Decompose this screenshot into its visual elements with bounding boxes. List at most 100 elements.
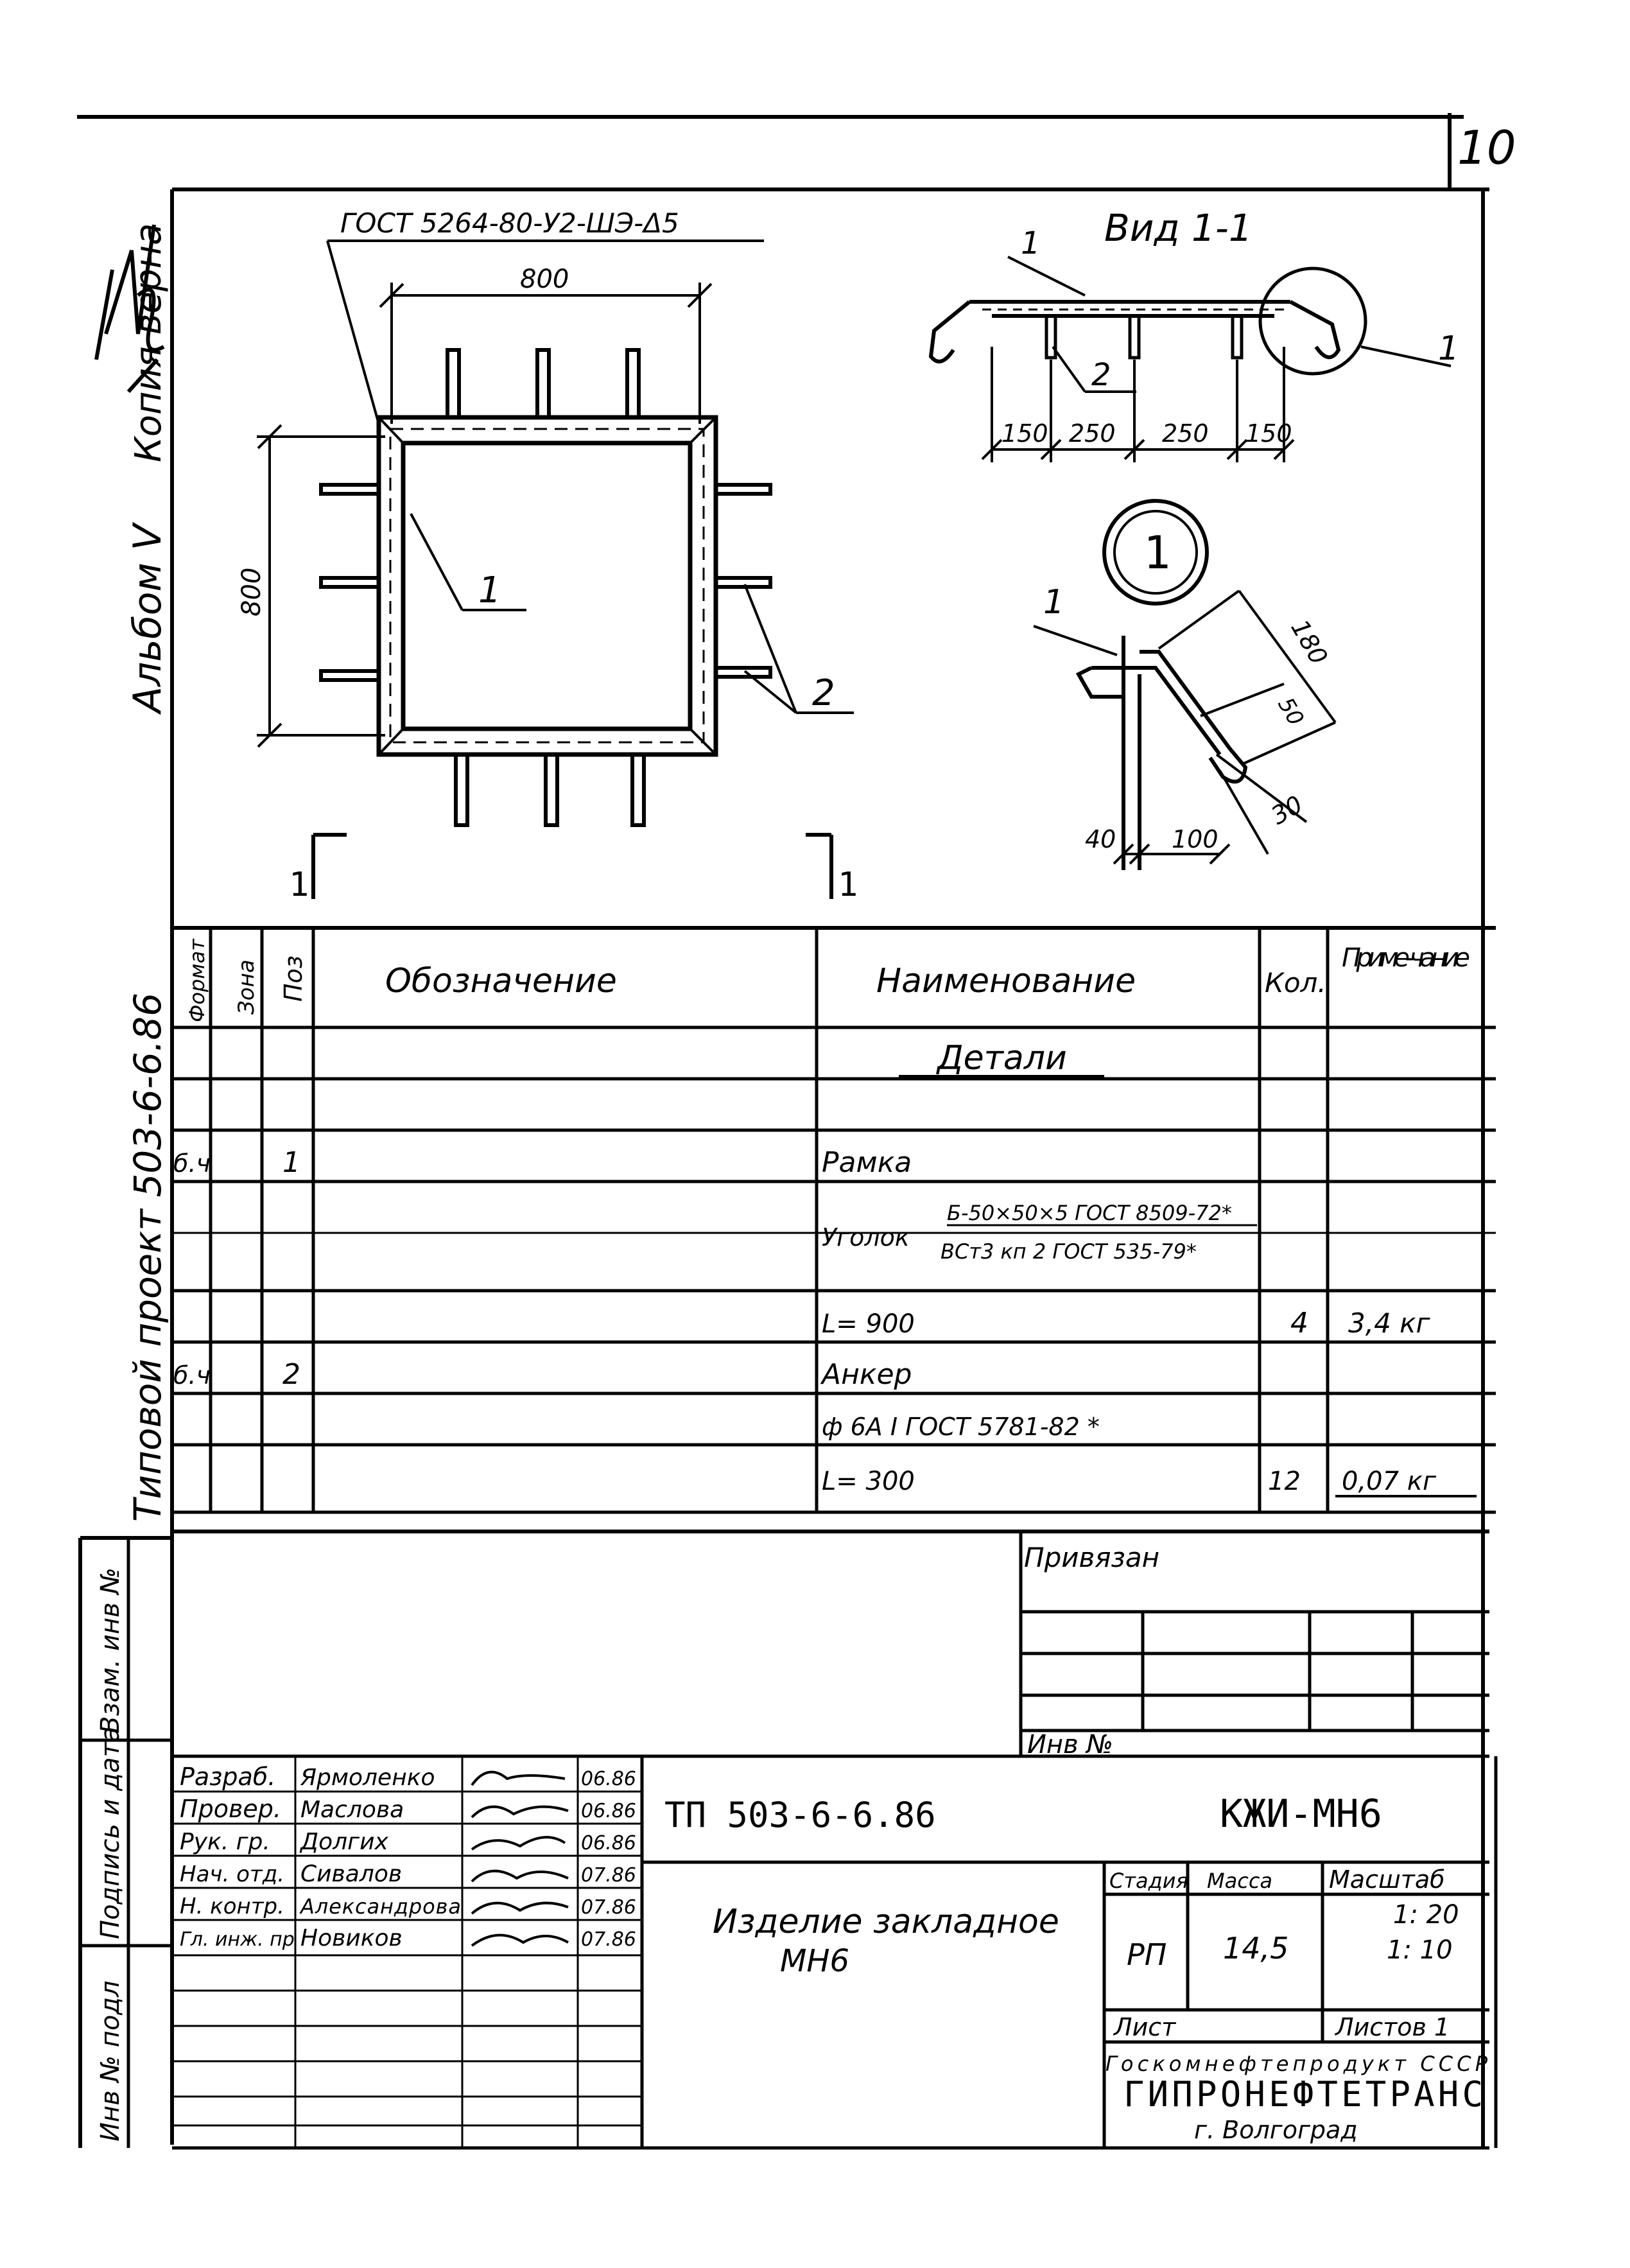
- view-1-1: Вид 1-1 1 1 2: [928, 206, 1459, 462]
- view-title: Вид 1-1: [1104, 206, 1253, 250]
- view-pos2: 2: [1091, 357, 1111, 393]
- date-n-kontr: 07.86: [581, 1896, 636, 1919]
- row-l900-name: L= 900: [822, 1309, 915, 1339]
- row-angle-top: Б-50×50×5 ГОСТ 8509-72*: [947, 1201, 1232, 1225]
- approval-signature: [94, 224, 165, 394]
- product-name-line1: Изделие закладное: [713, 1903, 1059, 1941]
- view-dim-150-left: 150: [1001, 419, 1048, 448]
- sheet-frame: [77, 113, 1496, 2148]
- date-gl-inzh: 07.86: [581, 1928, 636, 1951]
- org-ministry: Госкомнефтепродукт СССР: [1105, 2052, 1488, 2076]
- sheet-number: 10: [1457, 121, 1516, 175]
- sheets-label: Листов 1: [1334, 2013, 1450, 2041]
- name-prover: Маслова: [300, 1797, 404, 1823]
- name-n-kontr: Александрова: [299, 1894, 461, 1919]
- mass-value: 14,5: [1223, 1931, 1288, 1966]
- album-label: Альбом V: [125, 521, 170, 715]
- hdr-designation: Обозначение: [385, 962, 617, 1000]
- view-dim-250-2: 250: [1162, 419, 1209, 448]
- plan-view: ГОСТ 5264-80-У2-ШЭ-Δ5 800 800: [237, 207, 858, 904]
- hdr-name: Наименование: [876, 962, 1136, 1000]
- anchors-bottom: [454, 753, 646, 827]
- view-dim-250-1: 250: [1069, 419, 1116, 448]
- section-mark-right: 1: [838, 866, 858, 904]
- copy-note: Копия верна: [128, 223, 169, 462]
- detail-dim-100: 100: [1172, 825, 1218, 853]
- privyazan-inv: Инв №: [1027, 1730, 1113, 1759]
- detail-dim-180: 180: [1285, 615, 1333, 670]
- privyazan-block: Привязан Инв №: [1019, 1531, 1489, 1759]
- name-nach-otd: Сивалов: [300, 1861, 402, 1887]
- role-gl-inzh: Гл. инж. пр: [180, 1928, 295, 1951]
- title-block: Разраб. Провер. Рук. гр. Нач. отд. Н. ко…: [172, 1754, 1498, 2150]
- detail-mark-inner: [1113, 510, 1198, 595]
- scale-value-2: 1: 10: [1387, 1935, 1453, 1965]
- row-anchor-name: Анкер: [820, 1358, 912, 1391]
- left-margin: Копия верна Альбом V Типовой проект 503-…: [80, 223, 172, 2148]
- row-frame-pos: 1: [282, 1146, 300, 1179]
- row-angle-bottom: ВСт3 кп 2 ГОСТ 535-79*: [941, 1239, 1197, 1264]
- role-prover: Провер.: [180, 1795, 281, 1823]
- hdr-qty: Кол.: [1265, 967, 1326, 999]
- detail-dim-40: 40: [1085, 825, 1116, 853]
- vzam-inv-label: Взам. инв №: [96, 1567, 125, 1734]
- anchors-top: [446, 348, 641, 419]
- date-nach-otd: 07.86: [581, 1864, 636, 1887]
- detail-mark-text: 1: [1143, 527, 1170, 579]
- row-anchor-pos: 2: [282, 1358, 300, 1391]
- detail-mark-outer: [1102, 499, 1209, 606]
- mass-header: Масса: [1207, 1869, 1272, 1893]
- row-anchor-format: б.ч: [173, 1361, 211, 1390]
- hdr-format: Формат: [185, 938, 209, 1022]
- hdr-note: Приме-чание: [1342, 943, 1470, 973]
- name-ruk-gr: Долгих: [299, 1829, 388, 1855]
- hdr-pos: Поз: [279, 955, 308, 1002]
- role-n-kontr: Н. контр.: [180, 1894, 284, 1919]
- detail-callout-circle: [1258, 266, 1367, 376]
- plan-width-dim: 800: [520, 265, 569, 294]
- date-prover: 06.86: [581, 1800, 636, 1822]
- role-ruk-gr: Рук. гр.: [180, 1829, 270, 1855]
- product-mark: КЖИ-МН6: [1220, 1792, 1382, 1836]
- stage-header: Стадия: [1109, 1869, 1188, 1893]
- row-frame-name: Рамка: [822, 1146, 912, 1179]
- scale-value-1: 1: 20: [1393, 1900, 1459, 1930]
- plan-pos2: 2: [812, 672, 835, 714]
- anchors-right: [714, 483, 772, 679]
- doc-code: ТП 503-6-6.86: [664, 1795, 936, 1835]
- angle-frame-hidden: [389, 428, 705, 744]
- product-name-line2: МН6: [780, 1943, 849, 1979]
- anchors-left: [319, 483, 381, 682]
- org-name: ГИПРОНЕФТЕТРАНС: [1123, 2074, 1483, 2115]
- view-pos1: 1: [1021, 225, 1041, 261]
- row-l300-name: L= 300: [822, 1467, 915, 1496]
- angle-frame-inner: [401, 441, 693, 731]
- row-rod-name: ф 6А I ГОСТ 5781-82 *: [822, 1413, 1100, 1441]
- plan-height-dim: 800: [237, 568, 266, 616]
- role-razrab: Разраб.: [180, 1763, 275, 1791]
- detail-dim-50: 50: [1272, 693, 1308, 730]
- podpis-data-label: Подпись и дата: [96, 1727, 125, 1939]
- detail-1: 1 1 180 50 30 40 100: [1033, 499, 1337, 870]
- row-l900-qty: 4: [1290, 1307, 1308, 1339]
- scale-header: Масштаб: [1329, 1865, 1445, 1894]
- row-l900-note: 3,4 кг: [1348, 1307, 1431, 1339]
- row-l300-note: 0,07 кг: [1342, 1467, 1437, 1496]
- spec-table: Формат Зона Поз Обозначение Наименование…: [172, 928, 1496, 1514]
- org-city: г. Волгоград: [1194, 2116, 1358, 2144]
- row-l300-qty: 12: [1268, 1467, 1301, 1496]
- stage-value: РП: [1127, 1937, 1166, 1972]
- role-nach-otd: Нач. отд.: [180, 1862, 284, 1887]
- signatures: [471, 1770, 569, 1947]
- section-mark-left: 1: [289, 866, 309, 904]
- weld-note: ГОСТ 5264-80-У2-ШЭ-Δ5: [340, 207, 679, 239]
- plan-pos1: 1: [478, 570, 501, 611]
- detail-pos1: 1: [1043, 583, 1064, 622]
- inv-podl-label: Инв № подл: [96, 1980, 125, 2142]
- view-dim-150-right: 150: [1245, 419, 1292, 448]
- privyazan-title: Привязан: [1024, 1542, 1159, 1573]
- row-angle-prefix: Уголок: [822, 1223, 910, 1252]
- hdr-zone: Зона: [234, 959, 259, 1015]
- sheet-label: Лист: [1113, 2013, 1177, 2041]
